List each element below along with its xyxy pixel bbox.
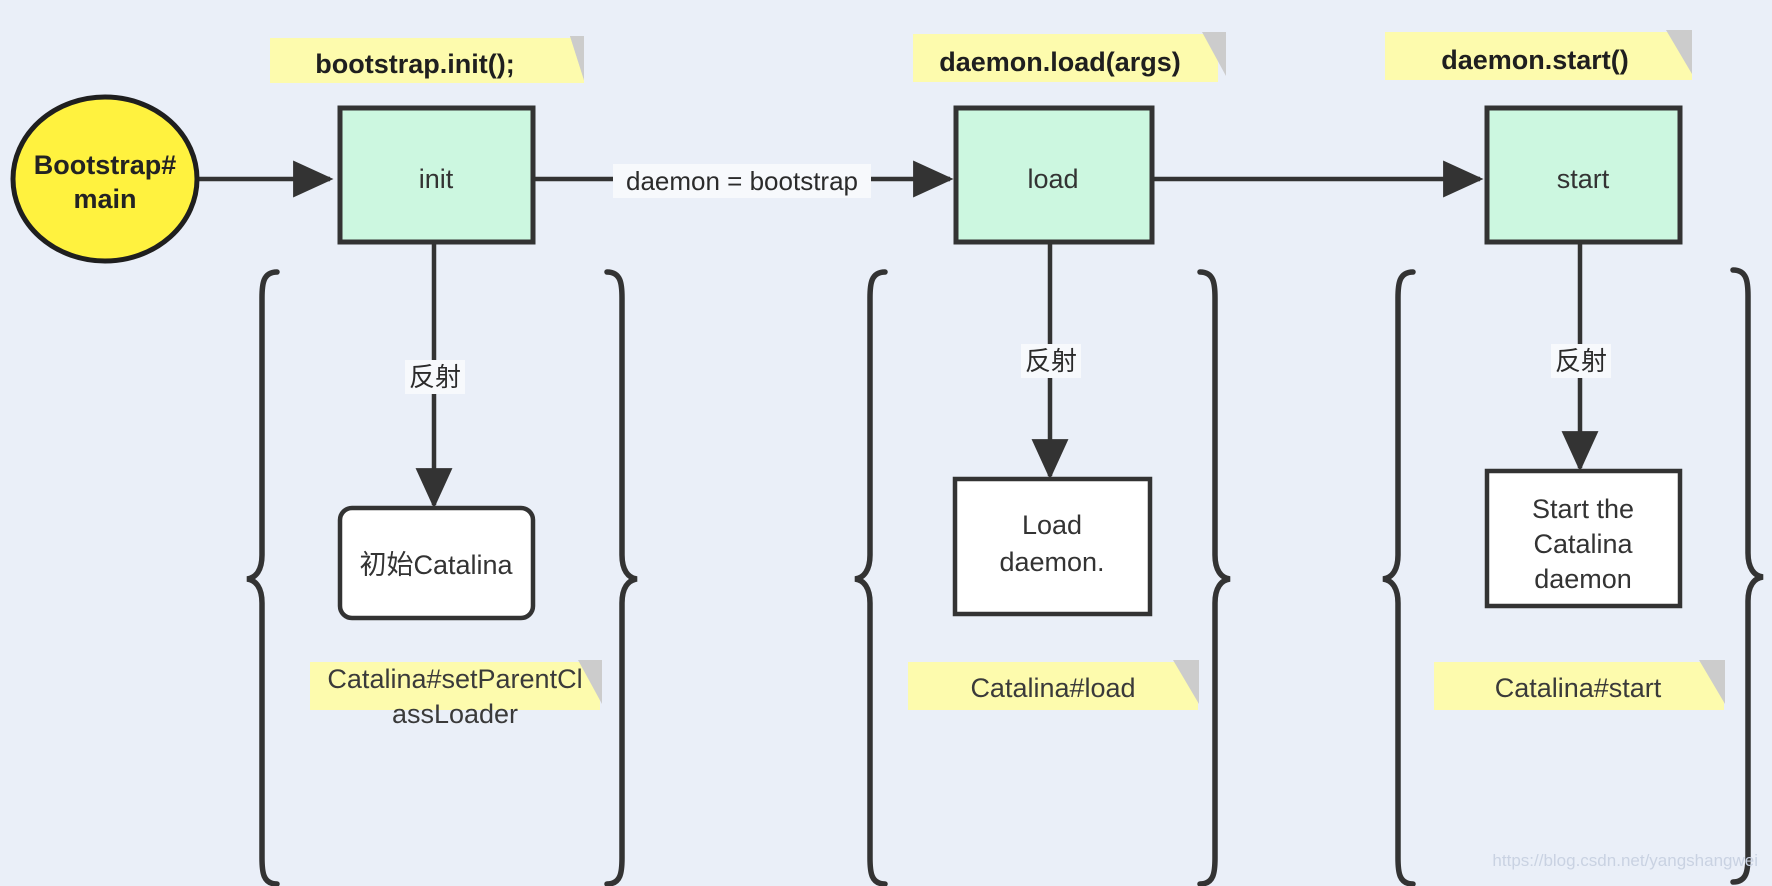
reflect-init-label: 反射: [409, 362, 461, 392]
box-init-rect[interactable]: [337, 105, 536, 245]
detail-load[interactable]: Load daemon.: [952, 476, 1153, 617]
bootstrap-main-label-line2: main: [73, 184, 136, 214]
note-catalina-load: Catalina#load: [908, 660, 1199, 710]
edge-label-daemon-bootstrap: daemon = bootstrap: [613, 164, 871, 198]
note-daemon-load-label: daemon.load(args): [939, 47, 1181, 77]
bootstrap-main-node[interactable]: Bootstrap# main: [10, 94, 200, 264]
detail-load-line2: daemon.: [999, 547, 1104, 577]
detail-init[interactable]: 初始Catalina: [337, 505, 536, 621]
box-load[interactable]: load: [953, 105, 1155, 245]
note-catalina-start: Catalina#start: [1434, 660, 1725, 710]
note-setparentclassloader-corner-icon: [578, 660, 602, 704]
note-daemon-load: daemon.load(args): [913, 32, 1226, 82]
watermark-label: https://blog.csdn.net/yangshangwei: [1492, 851, 1758, 870]
bootstrap-main-label-line1: Bootstrap#: [34, 150, 177, 180]
brace-group3-close: [1730, 267, 1764, 885]
note-setparentclassloader: Catalina#setParentCl assLoader: [310, 660, 602, 729]
reflect-start: 反射: [1551, 344, 1611, 378]
box-start-label: start: [1557, 164, 1610, 194]
box-start[interactable]: start: [1484, 105, 1683, 245]
note-daemon-start-corner-icon: [1666, 30, 1692, 74]
detail-start-line2: Catalina: [1533, 529, 1633, 559]
reflect-init: 反射: [405, 360, 465, 394]
note-daemon-start: daemon.start(): [1385, 30, 1692, 80]
note-daemon-load-corner-icon: [1202, 32, 1226, 76]
detail-start-rect[interactable]: [1484, 468, 1683, 609]
note-bootstrap-init-label: bootstrap.init();: [315, 49, 514, 79]
box-init-label: init: [419, 164, 454, 194]
detail-start[interactable]: Start the Catalina daemon: [1484, 468, 1683, 609]
reflect-start-label: 反射: [1555, 346, 1607, 376]
note-setparentclassloader-line2: assLoader: [392, 699, 518, 729]
box-init[interactable]: init: [337, 105, 536, 245]
detail-start-line3: daemon: [1534, 564, 1632, 594]
note-daemon-start-label: daemon.start(): [1441, 45, 1629, 75]
bootstrap-main-ellipse[interactable]: [10, 94, 200, 264]
note-catalina-start-corner-icon: [1699, 660, 1725, 704]
detail-init-line1: 初始Catalina: [359, 550, 513, 580]
brace-group1-close: [604, 269, 638, 886]
reflect-load-label: 反射: [1025, 346, 1077, 376]
brace-group2-close: [1197, 269, 1231, 886]
detail-start-line1: Start the: [1532, 494, 1634, 524]
note-bootstrap-init: bootstrap.init();: [270, 36, 584, 83]
note-catalina-load-label: Catalina#load: [970, 673, 1135, 703]
edge-label-daemon-bootstrap-text: daemon = bootstrap: [626, 166, 858, 196]
box-load-rect[interactable]: [953, 105, 1155, 245]
note-catalina-start-label: Catalina#start: [1495, 673, 1662, 703]
detail-init-rect[interactable]: [337, 505, 536, 621]
brace-group3-open: [1382, 269, 1416, 886]
note-setparentclassloader-line1: Catalina#setParentCl: [327, 664, 582, 694]
detail-load-line1: Load: [1022, 510, 1082, 540]
detail-load-rect[interactable]: [952, 476, 1153, 617]
box-start-rect[interactable]: [1484, 105, 1683, 245]
brace-group1-open: [246, 269, 280, 886]
brace-group2-open: [854, 269, 888, 886]
box-load-label: load: [1027, 164, 1078, 194]
note-catalina-load-corner-icon: [1173, 660, 1199, 704]
reflect-load: 反射: [1021, 344, 1081, 378]
